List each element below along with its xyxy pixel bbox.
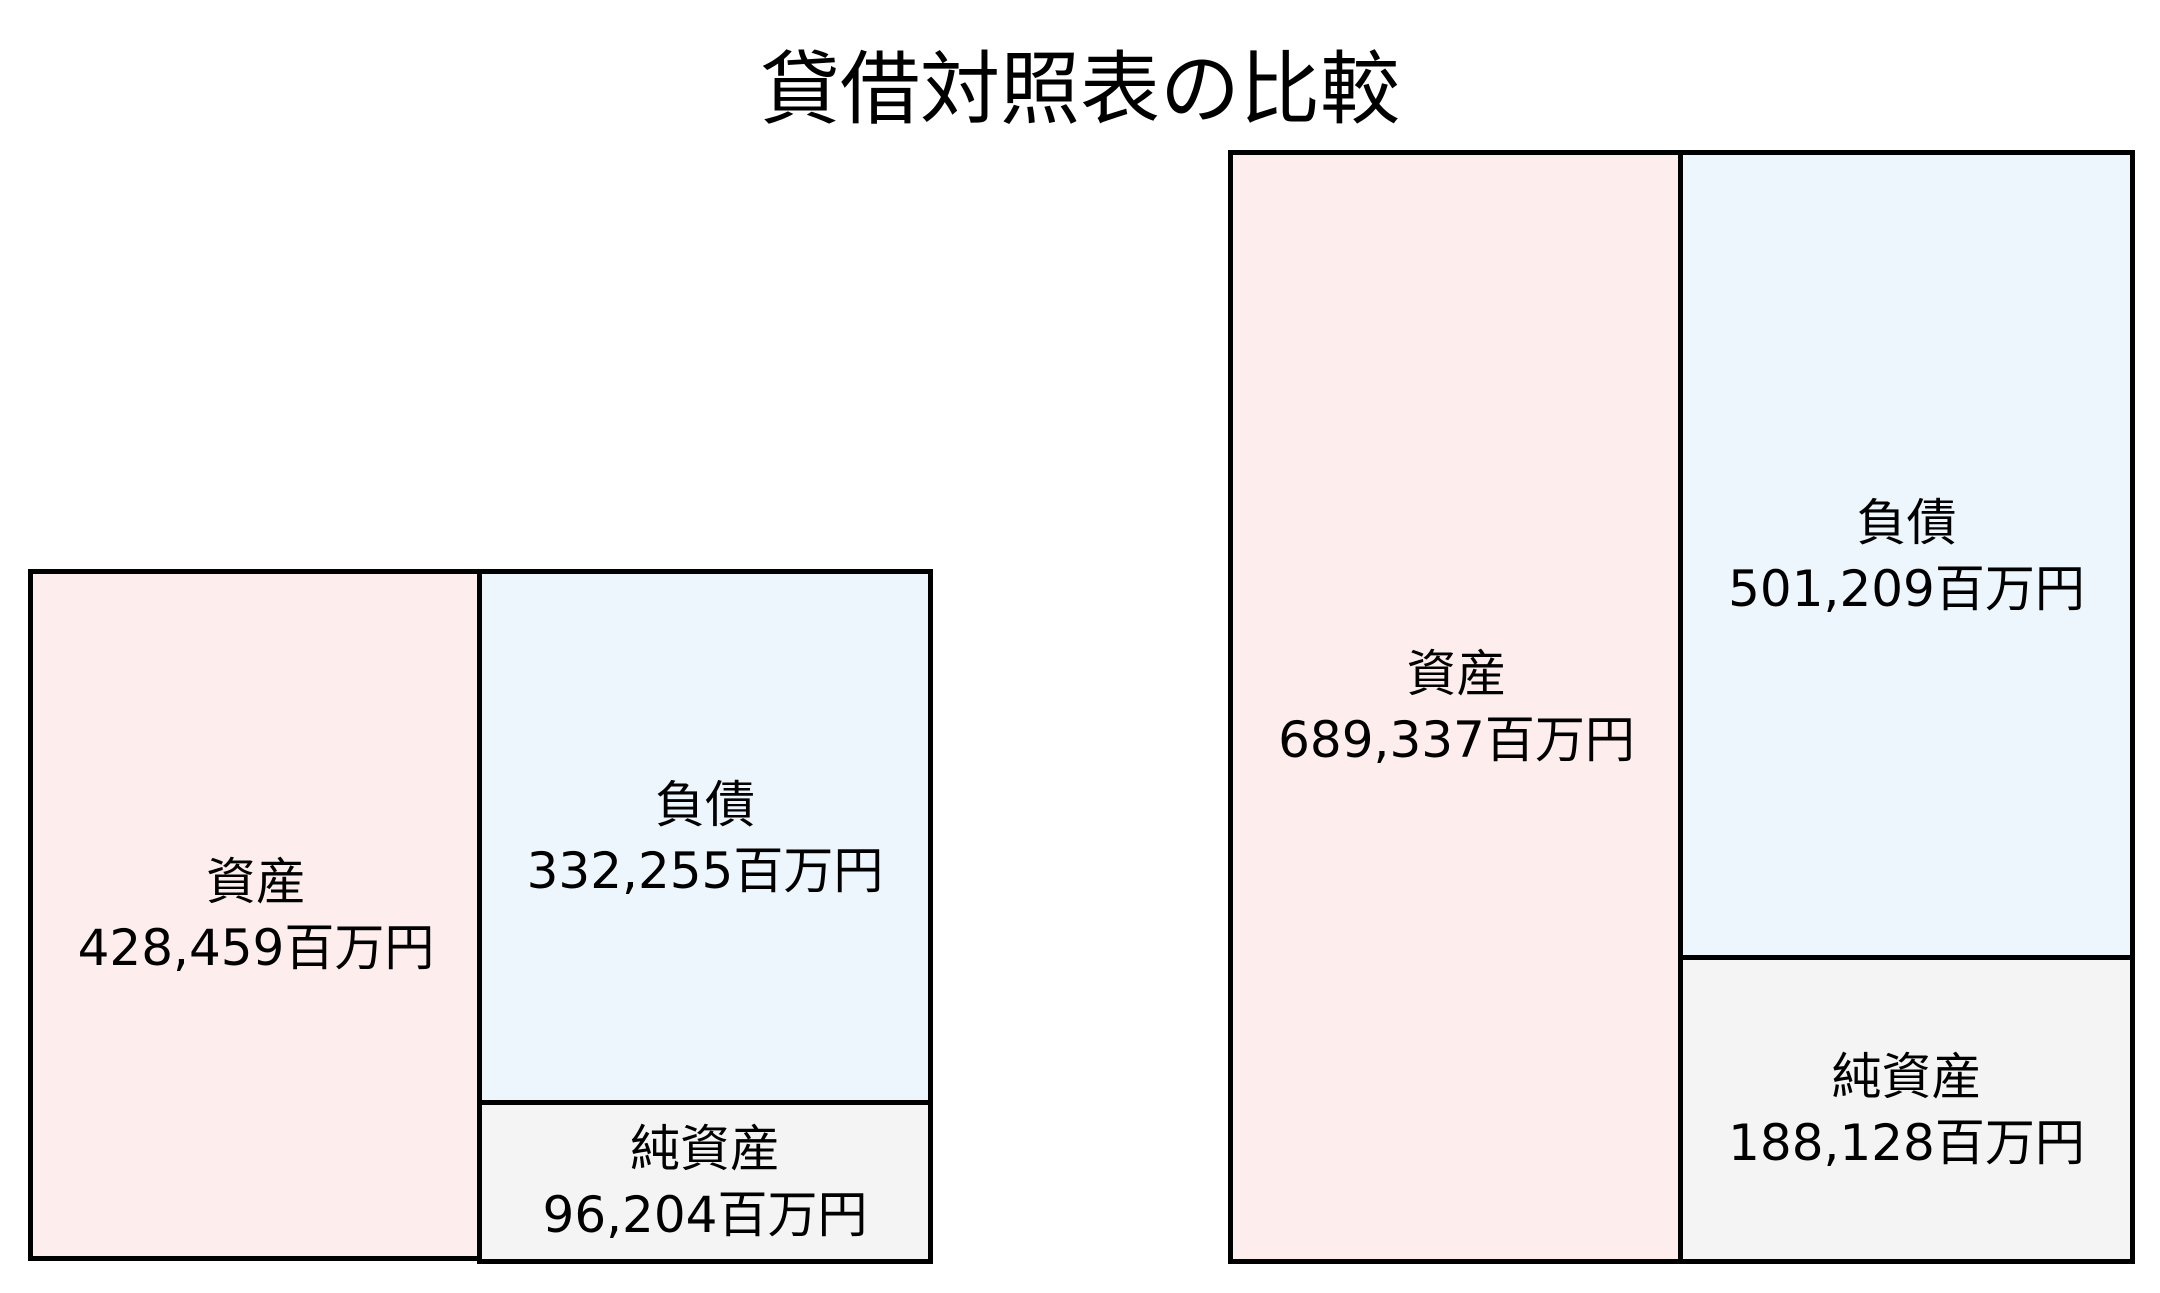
net-assets-value: 96,204百万円 (542, 1186, 868, 1244)
liability-box: 負債 332,255百万円 (477, 569, 933, 1107)
asset-box: 資産 689,337百万円 (1228, 150, 1685, 1264)
net-assets-value: 188,128百万円 (1728, 1113, 2085, 1172)
asset-label: 資産 (206, 853, 306, 911)
net-assets-box: 純資産 188,128百万円 (1678, 955, 2135, 1264)
asset-box: 資産 428,459百万円 (28, 569, 484, 1261)
liability-box: 負債 501,209百万円 (1678, 150, 2135, 962)
liability-value: 332,255百万円 (526, 842, 884, 900)
asset-label: 資産 (1406, 645, 1507, 703)
net-assets-label: 純資産 (1831, 1047, 1982, 1106)
chart-title: 貸借対照表の比較 (760, 43, 1400, 136)
asset-value: 428,459百万円 (77, 919, 435, 977)
liability-value: 501,209百万円 (1728, 560, 2085, 618)
net-assets-label: 純資産 (630, 1120, 780, 1178)
liability-label: 負債 (655, 776, 755, 834)
asset-value: 689,337百万円 (1278, 711, 1635, 769)
net-assets-box: 純資産 96,204百万円 (477, 1100, 933, 1264)
liability-label: 負債 (1856, 494, 1957, 552)
